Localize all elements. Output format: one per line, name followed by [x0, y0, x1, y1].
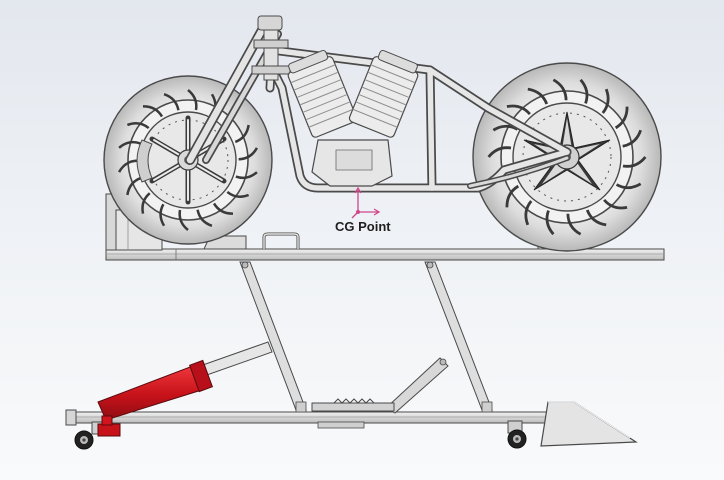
cg-point-marker [351, 186, 381, 219]
scissor-arm-left [239, 261, 307, 411]
diagonal-brace [385, 357, 449, 414]
ratchet-rack [311, 402, 395, 412]
cg-point-label: CG Point [335, 219, 391, 234]
piston-rod [199, 341, 273, 377]
scissor-linkage [239, 261, 493, 414]
right-caster-wheel [507, 420, 527, 449]
lift-base [65, 401, 638, 450]
steering-head [251, 15, 291, 81]
scissor-arm-right [424, 261, 493, 411]
v-twin-engine [287, 49, 419, 187]
hydraulic-cylinder [97, 341, 273, 437]
table-handle [262, 232, 300, 249]
table-deck [105, 248, 665, 261]
base-rail [65, 411, 553, 424]
engine-front-cylinder [287, 49, 358, 138]
motorcycle-frame [185, 25, 572, 193]
engine-rear-cylinder [348, 49, 419, 138]
wheel-ramp [540, 401, 638, 447]
